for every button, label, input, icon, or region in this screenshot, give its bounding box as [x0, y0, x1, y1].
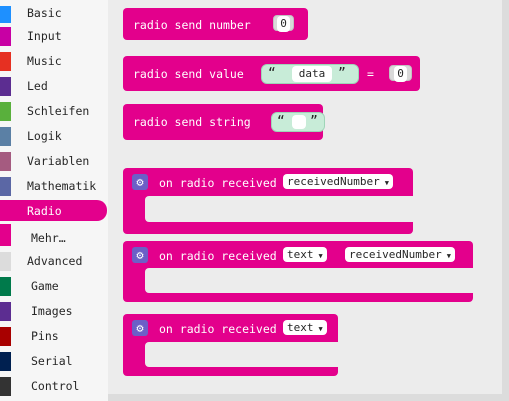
category-color-swatch — [0, 77, 11, 96]
parameter-name: receivedNumber — [349, 248, 442, 261]
category-label: Music — [27, 54, 62, 68]
category-color-swatch — [0, 277, 11, 296]
radio-send-number-block[interactable]: radio send number 0 — [123, 8, 308, 40]
parameter-name: receivedNumber — [287, 175, 380, 188]
category-label: Pins — [31, 329, 59, 343]
category-label: Basic — [27, 6, 62, 20]
close-quote-icon: ” — [338, 66, 346, 81]
parameter-dropdown[interactable]: text ▼ — [283, 320, 327, 335]
category-music[interactable]: Music — [0, 50, 108, 75]
caret-down-icon: ▼ — [384, 179, 389, 187]
string-input[interactable]: “ data ” — [261, 64, 359, 84]
string-value[interactable] — [292, 115, 306, 129]
number-value[interactable]: 0 — [394, 66, 407, 82]
caret-down-icon: ▼ — [318, 252, 323, 260]
category-schleifen[interactable]: Schleifen — [0, 100, 108, 125]
category-pins[interactable]: Pins — [0, 325, 108, 350]
category-label: Radio — [27, 204, 62, 218]
number-input[interactable]: 0 — [389, 65, 412, 82]
horizontal-scrollbar[interactable] — [108, 394, 509, 401]
parameter-name: text — [287, 321, 314, 334]
category-mehr[interactable]: Mehr… — [0, 224, 108, 249]
category-label: Variablen — [27, 154, 90, 168]
category-radio[interactable]: Radio — [0, 200, 107, 221]
block-label: radio send number — [133, 18, 251, 32]
number-value[interactable]: 0 — [277, 16, 290, 32]
category-advanced[interactable]: Advanced — [0, 250, 108, 275]
category-control[interactable]: Control — [0, 375, 108, 400]
category-color-swatch — [0, 6, 11, 23]
block-label: on radio received — [159, 176, 277, 190]
category-serial[interactable]: Serial — [0, 350, 108, 375]
category-images[interactable]: Images — [0, 300, 108, 325]
category-color-swatch — [0, 127, 11, 146]
category-label: Mehr… — [31, 231, 66, 245]
number-input[interactable]: 0 — [273, 15, 294, 32]
category-color-swatch — [0, 102, 11, 121]
category-logik[interactable]: Logik — [0, 125, 108, 150]
category-color-swatch — [0, 224, 11, 246]
string-value[interactable]: data — [292, 66, 332, 82]
category-label: Logik — [27, 129, 62, 143]
category-label: Led — [27, 79, 48, 93]
category-color-swatch — [0, 377, 11, 396]
parameter-name: text — [287, 248, 314, 261]
block-workspace[interactable]: radio send number 0 radio send value “ d… — [108, 0, 509, 401]
category-color-swatch — [0, 327, 11, 346]
category-mathematik[interactable]: Mathematik — [0, 175, 108, 200]
gear-icon[interactable]: ⚙ — [132, 247, 148, 263]
category-label: Schleifen — [27, 104, 90, 118]
radio-send-value-block[interactable]: radio send value “ data ” = 0 — [123, 56, 420, 91]
block-label: on radio received — [159, 249, 277, 263]
parameter-dropdown[interactable]: receivedNumber ▼ — [345, 247, 455, 262]
category-label: Images — [31, 304, 73, 318]
category-variablen[interactable]: Variablen — [0, 150, 108, 175]
category-color-swatch — [0, 352, 11, 371]
category-game[interactable]: Game — [0, 275, 108, 300]
radio-send-string-block[interactable]: radio send string “ ” — [123, 104, 325, 140]
gear-icon[interactable]: ⚙ — [132, 174, 148, 190]
category-led[interactable]: Led — [0, 75, 108, 100]
category-label: Input — [27, 29, 62, 43]
category-label: Serial — [31, 354, 73, 368]
toolbox: Basic Input Music Led Schleifen Logik Va… — [0, 0, 108, 401]
category-input[interactable]: Input — [0, 25, 108, 50]
category-basic[interactable]: Basic — [0, 2, 108, 27]
category-color-swatch — [0, 252, 11, 271]
category-color-swatch — [0, 52, 11, 71]
on-radio-received-text-block[interactable]: ⚙ on radio received text ▼ — [123, 314, 338, 376]
category-label: Mathematik — [27, 179, 97, 193]
statement-slot — [145, 196, 413, 222]
parameter-dropdown[interactable]: text ▼ — [283, 247, 327, 262]
open-quote-icon: “ — [277, 114, 285, 129]
category-color-swatch — [0, 152, 11, 171]
on-radio-received-text-number-block[interactable]: ⚙ on radio received text ▼ receivedNumber… — [123, 241, 473, 302]
statement-slot — [145, 268, 473, 293]
category-color-swatch — [0, 177, 11, 196]
equals-sign: = — [367, 67, 374, 81]
category-label: Advanced — [27, 254, 83, 268]
vertical-scrollbar[interactable] — [502, 0, 509, 401]
category-color-swatch — [0, 27, 11, 46]
parameter-dropdown[interactable]: receivedNumber ▼ — [283, 174, 393, 189]
statement-slot — [145, 342, 338, 367]
block-label: radio send value — [133, 67, 244, 81]
category-label: Control — [31, 379, 80, 393]
category-color-swatch — [0, 302, 11, 321]
caret-down-icon: ▼ — [318, 325, 323, 333]
on-radio-received-number-block[interactable]: ⚙ on radio received receivedNumber ▼ — [123, 168, 413, 234]
category-label: Game — [31, 279, 59, 293]
string-input[interactable]: “ ” — [271, 112, 325, 132]
close-quote-icon: ” — [310, 114, 318, 129]
gear-icon[interactable]: ⚙ — [132, 320, 148, 336]
caret-down-icon: ▼ — [446, 252, 451, 260]
block-label: on radio received — [159, 322, 277, 336]
open-quote-icon: “ — [268, 66, 276, 81]
block-label: radio send string — [133, 115, 251, 129]
